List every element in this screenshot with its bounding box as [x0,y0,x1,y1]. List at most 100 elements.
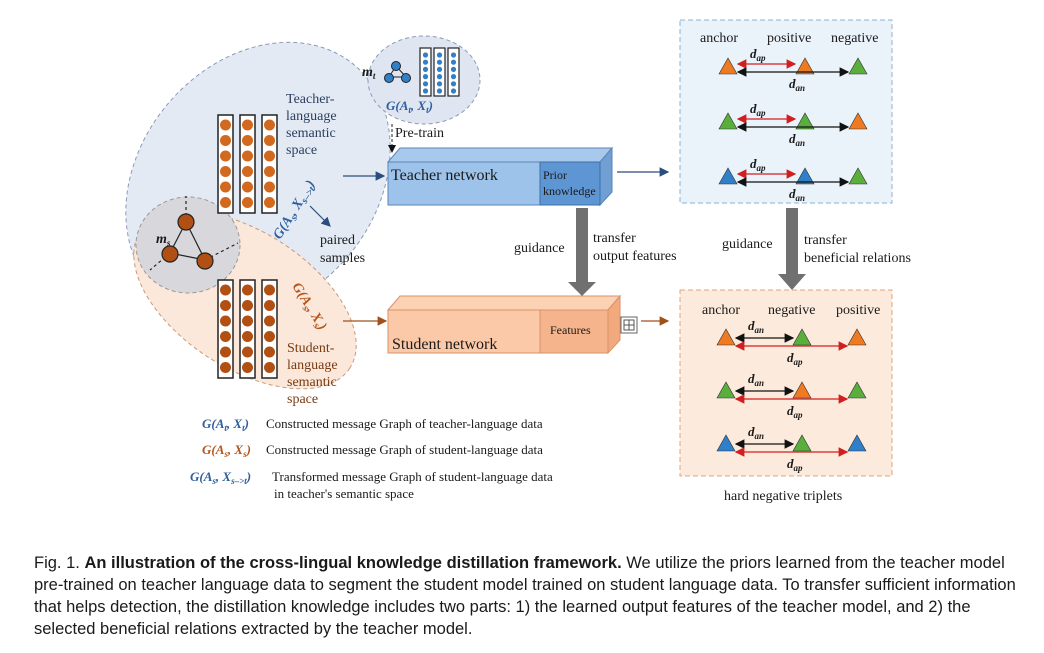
feature-node [242,300,253,311]
feature-node [436,88,443,94]
feature-node [264,315,275,327]
student-network-label: Student network [392,336,497,353]
pretrain-graph-label: G(At, Xt) [386,98,433,115]
feature-node [450,81,457,87]
triplet-triangle [847,328,867,346]
legend-symbol-transformed: G(As, Xs–>t) [190,469,251,486]
feature-node [450,88,457,94]
legend: G(At, Xt) Constructed message Graph of t… [190,416,553,501]
features-icon [620,316,638,334]
feature-node [264,284,275,296]
legend-text-teacher: Constructed message Graph of teacher-lan… [266,416,543,431]
feature-node [436,81,443,87]
feature-node [220,331,231,342]
feature-node [264,135,275,146]
student-header-positive: positive [836,303,880,318]
caption-body: We utilize the priors learned from the t… [34,554,1016,638]
teacher-header-positive: positive [767,31,811,46]
feature-node [450,66,457,72]
feature-node [220,197,231,208]
pretrain-graph [384,61,411,83]
feature-node [450,52,457,58]
feature-node [264,362,275,373]
feature-node [242,119,253,131]
feature-node [436,74,443,80]
student-network-box [386,294,622,355]
feature-node [242,135,253,146]
feature-node [264,300,275,311]
triplet-triangle [718,112,738,130]
caption-prefix: Fig. 1. [34,554,80,572]
triplet-triangle [716,434,736,452]
student-header-negative: negative [768,303,815,318]
legend-text-transformed: Transformed message Graph of student-lan… [272,469,553,484]
paired-samples-arrow [309,205,331,227]
feature-node [220,166,231,177]
triplet-triangle [847,434,867,452]
student-space-label: Student- language semantic space [287,341,341,407]
feature-node [436,59,443,65]
feature-node [242,197,253,208]
legend-symbol-student: G(As, Xs) [202,442,251,459]
triplet-triangle [716,381,736,399]
features-guidance-label: guidance [514,241,565,256]
feature-node [450,74,457,80]
feature-node [242,284,253,296]
feature-node [220,300,231,311]
shared-graph-region [135,196,241,294]
triplet-triangle [718,167,738,185]
legend-text-transformed-2: in teacher's semantic space [274,486,414,501]
figure-caption: Fig. 1. An illustration of the cross-lin… [34,552,1024,640]
feature-node [242,150,253,162]
features-label: Features [550,323,591,337]
feature-node [220,119,231,131]
teacher-feature-columns [217,114,278,214]
pretrain-node-label: mt [362,65,376,81]
teacher-space-label: Teacher- language semantic space [286,92,340,158]
feature-node [220,181,231,193]
triplet-triangle [848,112,868,130]
feature-node [242,362,253,373]
features-transfer-label: transfer output features [593,231,677,264]
feature-node [220,346,231,358]
feature-node [422,59,429,65]
framework-diagram: mt G(At, Xt) ms Teacher- language semant… [125,19,911,504]
feature-node [242,181,253,193]
triplet-triangle [716,328,736,346]
feature-node [264,346,275,358]
feature-node [436,66,443,72]
teacher-network-label: Teacher network [391,167,498,184]
pretrain-feature-columns [419,47,460,97]
relations-guidance-label: guidance [722,237,773,252]
transfer-relations-arrow [778,208,806,290]
feature-node [264,166,275,177]
pretrain-label: Pre-train [395,126,444,141]
feature-node [436,52,443,58]
feature-node [242,331,253,342]
paired-samples-label: paired samples [320,233,365,266]
prior-knowledge-label: Prior knowledge [543,168,596,198]
triplet-triangle [847,381,867,399]
student-feature-columns [217,279,278,379]
feature-node [264,197,275,208]
student-header-anchor: anchor [702,303,740,318]
feature-node [220,315,231,327]
relations-transfer-label: transfer beneficial relations [804,233,911,266]
hard-negative-label: hard negative triplets [724,489,842,504]
teacher-header-negative: negative [831,31,878,46]
feature-node [450,59,457,65]
triplet-triangle [848,57,868,75]
shared-graph [149,196,239,271]
teacher-network-box [386,146,614,207]
feature-node [242,315,253,327]
feature-node [220,362,231,373]
legend-symbol-teacher: G(At, Xt) [202,416,249,433]
feature-node [220,150,231,162]
triplet-triangle [718,57,738,75]
feature-node [422,52,429,58]
feature-node [220,135,231,146]
caption-title: An illustration of the cross-lingual kno… [84,554,622,572]
feature-node [264,181,275,193]
feature-node [422,81,429,87]
